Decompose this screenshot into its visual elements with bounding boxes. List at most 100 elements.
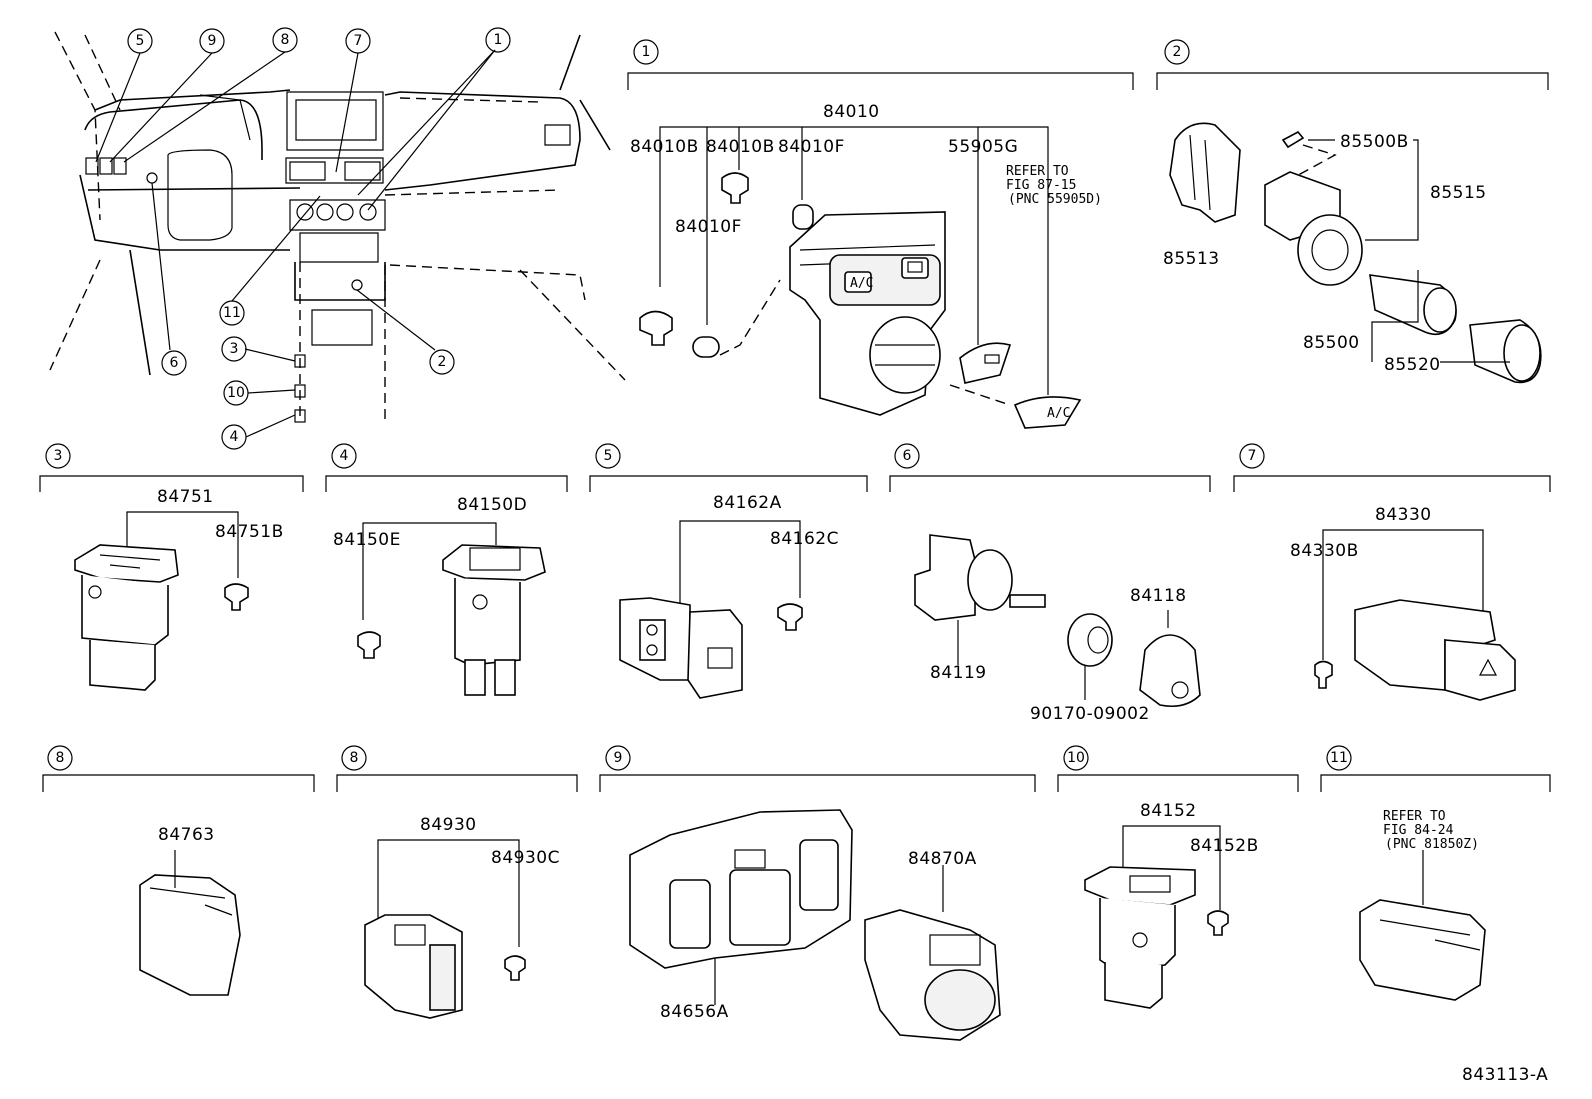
section-4: 84150D 84150E xyxy=(333,495,546,696)
section-8b: 84930 84930C xyxy=(364,815,560,1019)
section-numbers: 1 2 3 4 5 6 7 8 8 9 10 11 xyxy=(45,39,1352,771)
part-label-85500: 85500 xyxy=(1303,333,1360,353)
part-label-84751B: 84751B xyxy=(215,522,284,542)
part-label-84656A: 84656A xyxy=(660,1002,729,1022)
section-number-9: 9 xyxy=(605,745,631,771)
svg-text:5: 5 xyxy=(136,33,145,49)
svg-text:10: 10 xyxy=(1067,750,1085,766)
section-number-4: 4 xyxy=(331,443,357,469)
callout-7: 7 xyxy=(345,28,371,54)
section-number-6: 6 xyxy=(894,443,920,469)
part-label-84330: 84330 xyxy=(1375,505,1432,525)
callout-10: 10 xyxy=(223,380,249,406)
section-3: 84751 84751B xyxy=(74,487,284,691)
callout-11: 11 xyxy=(219,300,245,326)
section-2: 85513 85500B 85515 85500 85520 xyxy=(1163,122,1542,384)
part-label-85515: 85515 xyxy=(1430,183,1487,203)
part-label-84751: 84751 xyxy=(157,487,214,507)
svg-text:9: 9 xyxy=(208,33,217,49)
part-label-85520: 85520 xyxy=(1384,355,1441,375)
callout-4: 4 xyxy=(221,424,247,450)
svg-text:7: 7 xyxy=(354,33,363,49)
section-number-11: 11 xyxy=(1326,745,1352,771)
svg-text:A/C: A/C xyxy=(850,276,873,291)
part-label-84150D: 84150D xyxy=(457,495,527,515)
section-number-5: 5 xyxy=(595,443,621,469)
callout-9: 9 xyxy=(199,28,225,54)
svg-text:3: 3 xyxy=(54,448,63,464)
refer-11-line-3: (PNC 81850Z) xyxy=(1385,837,1479,852)
section-number-7: 7 xyxy=(1239,443,1265,469)
part-label-84150E: 84150E xyxy=(333,530,401,550)
svg-text:4: 4 xyxy=(230,429,239,445)
refer-line-1: REFER TO xyxy=(1006,164,1069,179)
part-label-85513: 85513 xyxy=(1163,249,1220,269)
svg-text:2: 2 xyxy=(1173,44,1182,60)
callout-1: 1 xyxy=(485,27,511,53)
part-label-84330B: 84330B xyxy=(1290,541,1359,561)
callout-2: 2 xyxy=(429,349,455,375)
section-7: 84330 84330B xyxy=(1290,505,1516,701)
part-label-84010B-right: 84010B xyxy=(706,137,775,157)
section-number-2: 2 xyxy=(1164,39,1190,65)
section-10: 84152 84152B xyxy=(1084,801,1259,1009)
part-label-84010F: 84010F xyxy=(675,217,742,237)
svg-text:8: 8 xyxy=(281,32,290,48)
part-label-84763: 84763 xyxy=(158,825,215,845)
refer-11-line-2: FIG 84-24 xyxy=(1383,823,1454,838)
svg-text:8: 8 xyxy=(56,750,65,766)
svg-text:9: 9 xyxy=(614,750,623,766)
part-label-85500B: 85500B xyxy=(1340,132,1409,152)
section-number-8a: 8 xyxy=(47,745,73,771)
section-1: A/C A/C 84010 84010B 84010B 84010F 84010… xyxy=(630,102,1102,429)
part-label-90170-09002: 90170-09002 xyxy=(1030,704,1150,724)
svg-text:3: 3 xyxy=(230,341,239,357)
part-label-84118: 84118 xyxy=(1130,586,1187,606)
section-8a: 84763 xyxy=(139,825,241,996)
section-number-1: 1 xyxy=(633,39,659,65)
svg-text:6: 6 xyxy=(170,355,179,371)
section-6: 84118 84119 90170-09002 xyxy=(914,534,1201,724)
callout-8: 8 xyxy=(272,27,298,53)
dashboard-overview xyxy=(49,31,626,423)
overview-callouts: 5 9 8 7 1 11 3 10 4 6 2 xyxy=(127,27,511,450)
svg-text:11: 11 xyxy=(223,305,241,321)
part-label-84152: 84152 xyxy=(1140,801,1197,821)
part-label-84010B-left: 84010B xyxy=(630,137,699,157)
section-number-3: 3 xyxy=(45,443,71,469)
svg-text:5: 5 xyxy=(604,448,613,464)
callout-5: 5 xyxy=(127,28,153,54)
svg-text:4: 4 xyxy=(340,448,349,464)
overview-leaders xyxy=(95,49,496,438)
refer-11-line-1: REFER TO xyxy=(1383,809,1446,824)
refer-line-2: FIG 87-15 xyxy=(1006,178,1076,193)
section-number-8b: 8 xyxy=(341,745,367,771)
section-number-10: 10 xyxy=(1063,745,1089,771)
part-label-84870A: 84870A xyxy=(908,849,977,869)
part-label-84010F-top: 84010F xyxy=(778,137,845,157)
section-5: 84162A 84162C xyxy=(619,493,839,699)
callout-6: 6 xyxy=(161,350,187,376)
refer-line-3: (PNC 55905D) xyxy=(1008,192,1102,207)
svg-text:8: 8 xyxy=(350,750,359,766)
part-label-84162A: 84162A xyxy=(713,493,782,513)
part-label-84930C: 84930C xyxy=(491,848,560,868)
section-9: 84656A 84870A xyxy=(629,809,1001,1041)
part-label-84010: 84010 xyxy=(823,102,880,122)
part-label-84152B: 84152B xyxy=(1190,836,1259,856)
svg-text:6: 6 xyxy=(903,448,912,464)
svg-text:11: 11 xyxy=(1330,750,1348,766)
svg-text:1: 1 xyxy=(642,44,651,60)
part-label-84162C: 84162C xyxy=(770,529,839,549)
svg-text:A/C: A/C xyxy=(1047,406,1070,421)
part-label-84119: 84119 xyxy=(930,663,987,683)
callout-3: 3 xyxy=(221,336,247,362)
section-brackets xyxy=(39,72,1551,792)
svg-text:1: 1 xyxy=(494,32,503,48)
svg-text:10: 10 xyxy=(227,385,245,401)
part-label-84930: 84930 xyxy=(420,815,477,835)
diagram-id: 843113-A xyxy=(1462,1065,1548,1085)
section-11: REFER TO FIG 84-24 (PNC 81850Z) xyxy=(1359,809,1486,1001)
